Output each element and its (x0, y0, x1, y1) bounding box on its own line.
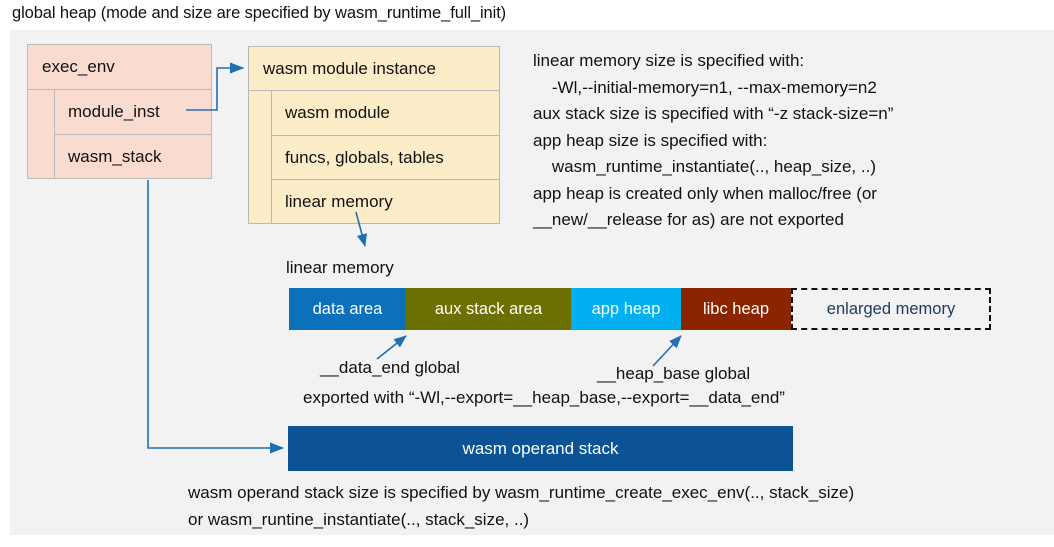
exec-env-body: module_inst wasm_stack (28, 90, 211, 178)
memory-segment-app-heap: app heap (571, 288, 681, 330)
wasm-module-instance-gutter (249, 91, 272, 223)
linear-memory-caption: linear memory (286, 258, 394, 277)
wasm-module-instance-header: wasm module instance (249, 47, 499, 91)
exec-env-gutter (28, 90, 55, 178)
memory-segment-data-area: data area (289, 288, 406, 330)
linear-memory-note: linear memory size is specified with: -W… (533, 51, 894, 229)
wasm-module-instance-fields: wasm module funcs, globals, tables linea… (272, 91, 499, 223)
field-wasm-stack: wasm_stack (55, 134, 211, 178)
wasm-operand-stack-bar: wasm operand stack (288, 426, 793, 471)
memory-segment-aux-stack-area: aux stack area (406, 288, 571, 330)
wasm-module-instance-box: wasm module instance wasm module funcs, … (248, 46, 500, 224)
exec-env-header: exec_env (28, 45, 211, 90)
exec-env-box: exec_env module_inst wasm_stack (27, 44, 212, 179)
memory-segment-enlarged-memory: enlarged memory (791, 288, 991, 330)
operand-stack-note: wasm operand stack size is specified by … (188, 483, 855, 529)
label-exported-with: exported with “-Wl,--export=__heap_base,… (303, 388, 785, 407)
exec-env-fields: module_inst wasm_stack (55, 90, 211, 178)
memory-segment-libc-heap: libc heap (681, 288, 791, 330)
label-heap-base-global: __heap_base global (597, 364, 751, 383)
field-funcs-globals-tables: funcs, globals, tables (272, 135, 499, 179)
field-wasm-module: wasm module (285, 103, 390, 122)
field-module-inst: module_inst (68, 102, 160, 121)
field-linear-memory: linear memory (272, 179, 499, 223)
page-title: global heap (mode and size are specified… (12, 4, 507, 22)
wasm-module-instance-body: wasm module funcs, globals, tables linea… (249, 91, 499, 223)
label-data-end-global: __data_end global (320, 358, 460, 377)
